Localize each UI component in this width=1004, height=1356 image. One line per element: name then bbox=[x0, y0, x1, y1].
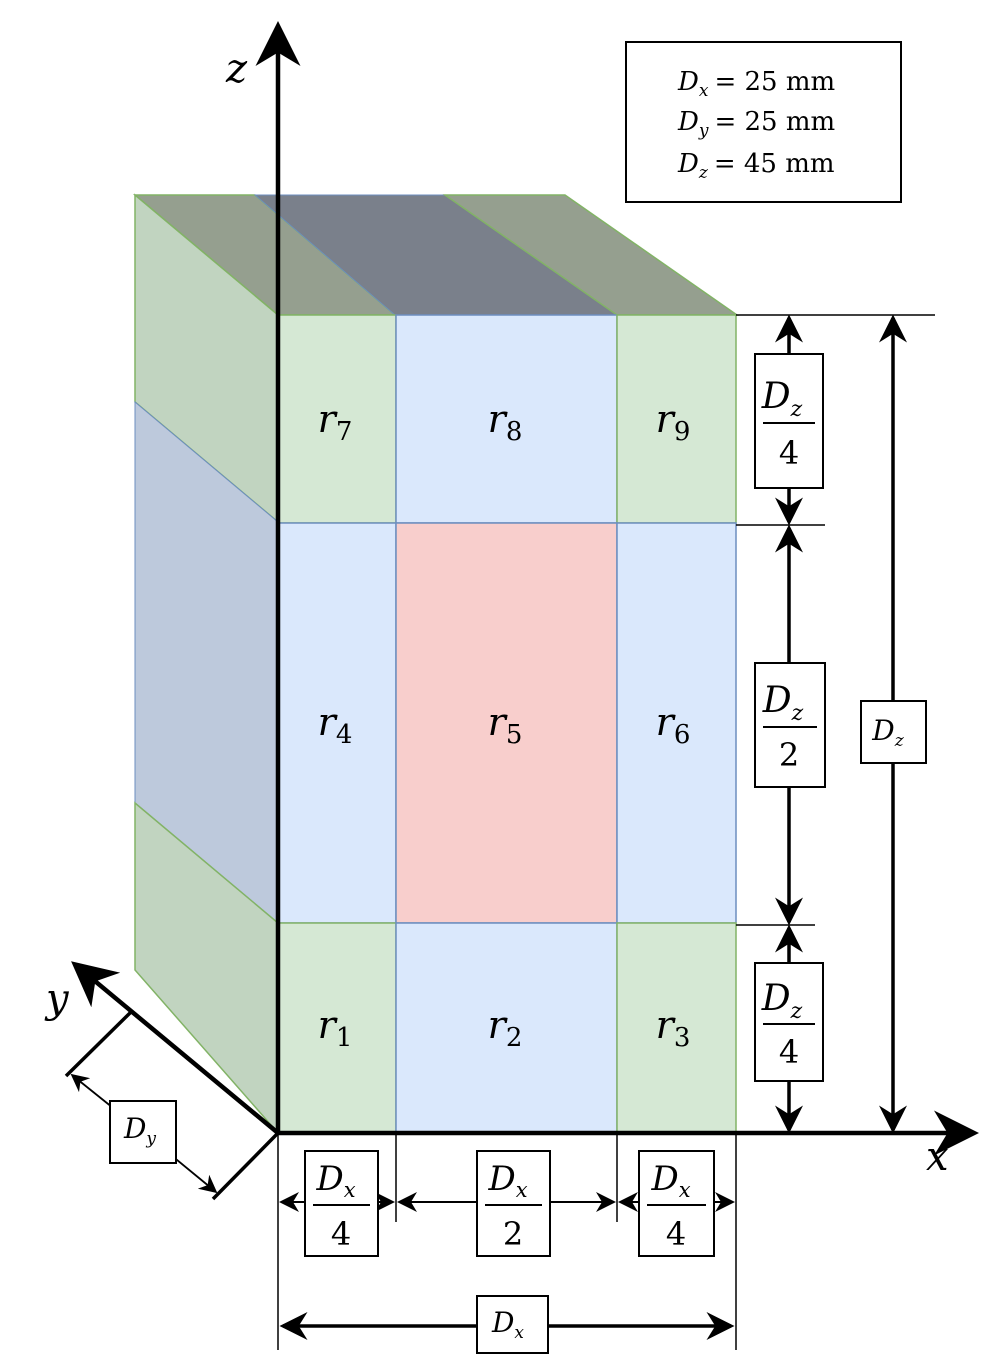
region-r7-cell bbox=[277, 314, 397, 524]
legend-frame bbox=[625, 41, 902, 203]
region-r6-cell bbox=[616, 522, 737, 924]
dy-box bbox=[109, 1100, 177, 1164]
dx-left-box bbox=[304, 1150, 379, 1257]
region-r3-cell bbox=[616, 922, 737, 1134]
dx-right-denominator: 4 bbox=[666, 1215, 686, 1253]
dz-mid-numerator: Dz bbox=[762, 680, 804, 726]
dx-mid-denominator: 2 bbox=[503, 1215, 523, 1253]
dy-label: Dy bbox=[123, 1112, 156, 1149]
region-r1-cell bbox=[277, 922, 397, 1134]
dx-right-numerator: Dx bbox=[650, 1159, 690, 1202]
front-face bbox=[277, 314, 737, 1134]
dz-bot-numerator: Dz bbox=[761, 978, 803, 1024]
dx-total-label: Dx bbox=[491, 1306, 524, 1343]
region-label-r9: r9 bbox=[656, 397, 691, 447]
legend-dz: Dz= 45 mm bbox=[677, 149, 835, 183]
z-dimensions: Dz 4 Dz 2 Dz 4 Dz bbox=[736, 314, 935, 1134]
x-dimensions: Dx 4 Dx 2 Dx 4 Dx bbox=[277, 1133, 737, 1354]
dz-bot-denominator: 4 bbox=[779, 1033, 799, 1071]
legend-dx: Dx= 25 mm bbox=[677, 67, 835, 101]
legend-dy: Dy= 25 mm bbox=[677, 107, 835, 141]
y-ext-far bbox=[211, 1131, 280, 1201]
dz-top-box bbox=[754, 353, 824, 489]
dz-top-numerator: Dz bbox=[761, 376, 803, 422]
region-r8-cell bbox=[395, 314, 618, 524]
top-face bbox=[132, 194, 740, 316]
dz-total-box bbox=[860, 700, 927, 764]
region-label-r4: r4 bbox=[318, 700, 353, 750]
dx-right-box bbox=[638, 1150, 715, 1257]
dz-mid-denominator: 2 bbox=[779, 736, 799, 774]
region-label-r5: r5 bbox=[488, 700, 523, 750]
region-labels: r7 r8 r9 r4 r5 r6 r1 r2 r3 bbox=[318, 397, 691, 1053]
dz-total-label: Dz bbox=[871, 714, 904, 751]
y-axis-label: y bbox=[44, 976, 70, 1022]
region-label-r1: r1 bbox=[318, 1003, 353, 1053]
dz-mid-box bbox=[754, 662, 826, 788]
region-label-r2: r2 bbox=[488, 1003, 523, 1053]
region-label-r6: r6 bbox=[656, 700, 691, 750]
dx-mid-box bbox=[476, 1150, 551, 1257]
dx-left-denominator: 4 bbox=[331, 1215, 351, 1253]
legend-box: Dx= 25 mm Dy= 25 mm Dz= 45 mm bbox=[625, 41, 902, 203]
region-r5-cell bbox=[395, 522, 618, 924]
region-r9-cell bbox=[616, 314, 737, 524]
y-dimension: Dy bbox=[64, 1010, 280, 1201]
dx-left-numerator: Dx bbox=[315, 1159, 355, 1202]
region-r2-cell bbox=[395, 922, 618, 1134]
z-axis-label: z bbox=[225, 46, 248, 92]
x-axis-label: x bbox=[926, 1134, 949, 1180]
y-ext-near bbox=[64, 1010, 133, 1078]
region-label-r3: r3 bbox=[656, 1003, 691, 1053]
dx-total-box bbox=[476, 1295, 549, 1354]
dz-bot-box bbox=[754, 962, 824, 1082]
dx-mid-numerator: Dx bbox=[487, 1159, 527, 1202]
region-label-r8: r8 bbox=[488, 397, 523, 447]
y-axis bbox=[71, 961, 280, 1135]
axes: z x y bbox=[44, 21, 979, 1180]
side-face bbox=[134, 193, 279, 1135]
dz-top-denominator: 4 bbox=[779, 434, 799, 472]
region-label-r7: r7 bbox=[318, 397, 353, 447]
